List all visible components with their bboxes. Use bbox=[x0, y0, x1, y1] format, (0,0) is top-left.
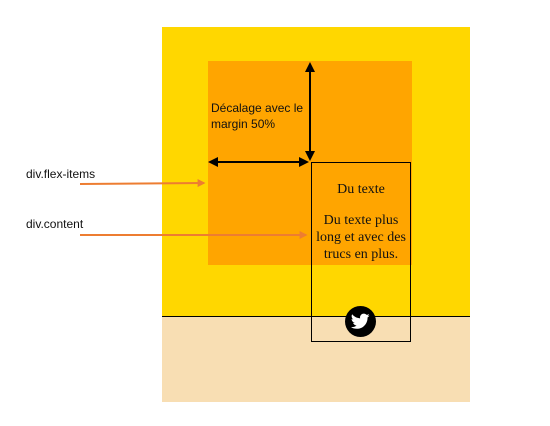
content-box bbox=[311, 162, 411, 342]
twitter-bird-icon bbox=[351, 313, 370, 329]
twitter-icon[interactable] bbox=[345, 306, 376, 337]
content-text: Du texte plus long et avec des trucs en … bbox=[316, 213, 406, 262]
offset-annotation: Décalage avec le margin 50% bbox=[211, 101, 304, 131]
footer-area bbox=[162, 317, 470, 402]
content-title: Du texte bbox=[337, 182, 385, 197]
flex-items-pointer-arrow bbox=[79, 179, 206, 188]
label-content: div.content bbox=[26, 217, 84, 231]
footer-divider bbox=[162, 316, 470, 317]
label-flex-items: div.flex-items bbox=[26, 167, 96, 181]
